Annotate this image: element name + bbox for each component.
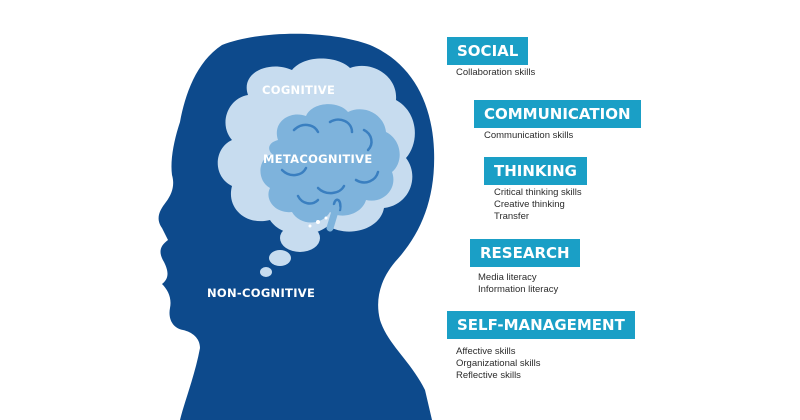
skill-list-self-management: Affective skills Organizational skills R… bbox=[456, 346, 540, 382]
skill-item: Information literacy bbox=[478, 284, 559, 295]
skill-item: Critical thinking skills bbox=[494, 187, 582, 198]
skill-list-social: Collaboration skills bbox=[456, 67, 535, 79]
non-cognitive-label: NON-COGNITIVE bbox=[207, 286, 315, 300]
skill-item: Creative thinking bbox=[494, 199, 565, 210]
thought-bubble-large bbox=[280, 224, 320, 252]
thought-dot bbox=[308, 224, 312, 228]
category-badge-research: RESEARCH bbox=[470, 239, 580, 267]
skill-item: Transfer bbox=[494, 211, 530, 222]
brain-icon bbox=[260, 104, 400, 232]
skill-item: Organizational skills bbox=[456, 358, 541, 369]
category-badge-communication: COMMUNICATION bbox=[474, 100, 641, 128]
skill-item: Affective skills bbox=[456, 346, 516, 357]
cognitive-label: COGNITIVE bbox=[262, 83, 335, 97]
thought-dot bbox=[316, 220, 320, 224]
skill-list-communication: Communication skills bbox=[484, 130, 573, 142]
category-badge-social: SOCIAL bbox=[447, 37, 529, 65]
category-badge-thinking: THINKING bbox=[484, 157, 587, 185]
thought-bubble-small bbox=[260, 267, 272, 277]
skill-item: Media literacy bbox=[478, 272, 537, 283]
skill-list-thinking: Critical thinking skills Creative thinki… bbox=[494, 187, 582, 223]
thought-bubble-medium bbox=[269, 250, 291, 266]
skill-list-research: Media literacy Information literacy bbox=[478, 272, 558, 296]
metacognitive-label: METACOGNITIVE bbox=[263, 152, 373, 166]
category-badge-self-management: SELF-MANAGEMENT bbox=[447, 311, 635, 339]
thought-dot bbox=[324, 216, 328, 220]
skill-item: Reflective skills bbox=[456, 370, 521, 381]
skill-item: Collaboration skills bbox=[456, 67, 536, 78]
skill-item: Communication skills bbox=[484, 130, 574, 141]
